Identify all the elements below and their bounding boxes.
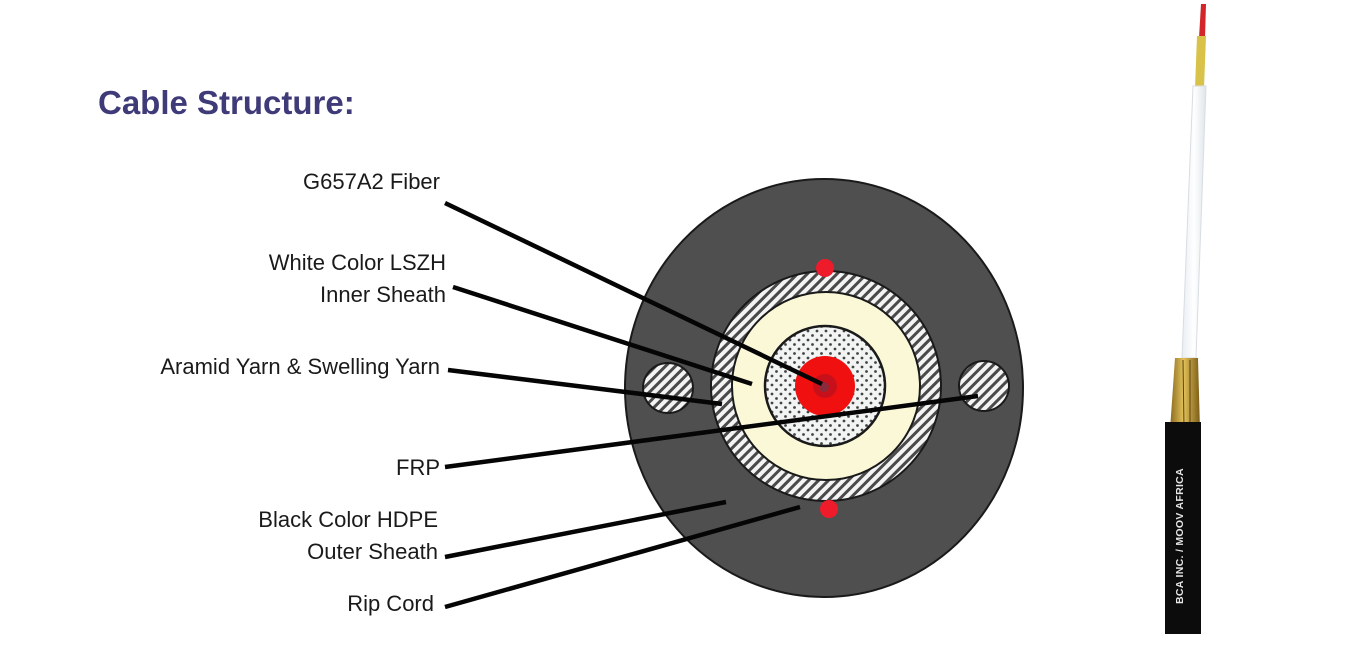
frp-rod-left [642, 362, 694, 414]
cable-photo [1165, 4, 1207, 634]
rip-cord-bottom [820, 500, 838, 518]
label-fiber: G657A2 Fiber [303, 169, 440, 194]
label-inner-sheath: White Color LSZH Inner Sheath [268, 250, 446, 307]
label-frp: FRP [396, 455, 440, 480]
page-title: Cable Structure: [98, 84, 355, 121]
leader-line-outer-sheath [444, 499, 727, 560]
leader-line-frp [444, 393, 979, 470]
leader-line-inner-sheath [452, 284, 753, 387]
label-aramid-yarn: Aramid Yarn & Swelling Yarn [160, 354, 440, 379]
label-rip-cord: Rip Cord [347, 591, 434, 616]
leader-line-rip-cord [444, 504, 801, 610]
cable-jacket-print: BCA INC. / MOOV AFRICA [1174, 468, 1186, 604]
leader-line-aramid [447, 367, 723, 407]
rip-cord-top [816, 259, 834, 277]
leader-line-fiber [444, 200, 823, 387]
label-outer-sheath: Black Color HDPE Outer Sheath [258, 507, 438, 564]
fiber-core [795, 356, 855, 416]
frp-rod-right [958, 360, 1010, 412]
